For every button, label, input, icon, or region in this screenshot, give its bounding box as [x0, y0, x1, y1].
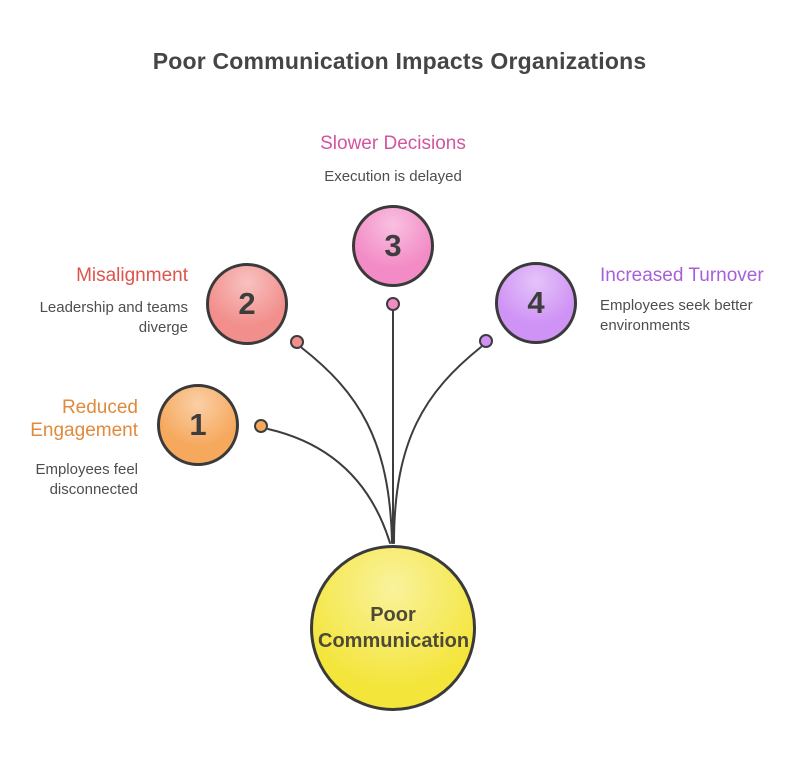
connector-dot-4 — [479, 334, 493, 348]
diagram-title: Poor Communication Impacts Organizations — [152, 48, 647, 74]
connector-line-1 — [267, 428, 391, 544]
node-description-increased-turnover: Employees seek better environments — [600, 297, 753, 334]
node-number-1: 1 — [189, 407, 207, 442]
node-description-misalignment: Leadership and teams diverge — [39, 299, 188, 336]
node-number-4: 4 — [527, 285, 545, 320]
node-number-3: 3 — [384, 228, 402, 263]
connector-dot-1 — [254, 419, 268, 433]
node-description-slower-decisions: Execution is delayed — [324, 168, 462, 185]
node-circle-4: 4 — [495, 262, 577, 344]
center-label: Poor Communication — [318, 604, 470, 652]
node-heading-slower-decisions: Slower Decisions — [320, 133, 466, 154]
node-number-2: 2 — [238, 286, 256, 321]
connector-line-4 — [393, 346, 482, 544]
node-heading-reduced-engagement: Reduced Engagement — [30, 397, 138, 441]
node-circle-1: 1 — [157, 384, 239, 466]
node-circle-3: 3 — [352, 205, 434, 287]
node-heading-increased-turnover: Increased Turnover — [600, 265, 764, 286]
node-circle-2: 2 — [206, 263, 288, 345]
node-heading-misalignment: Misalignment — [76, 265, 188, 286]
center-circle-poor-communication: Poor Communication — [310, 545, 476, 711]
connector-line-2 — [301, 347, 393, 544]
node-description-reduced-engagement: Employees feel disconnected — [35, 461, 138, 498]
connector-dot-3 — [386, 297, 400, 311]
connector-dot-2 — [290, 335, 304, 349]
